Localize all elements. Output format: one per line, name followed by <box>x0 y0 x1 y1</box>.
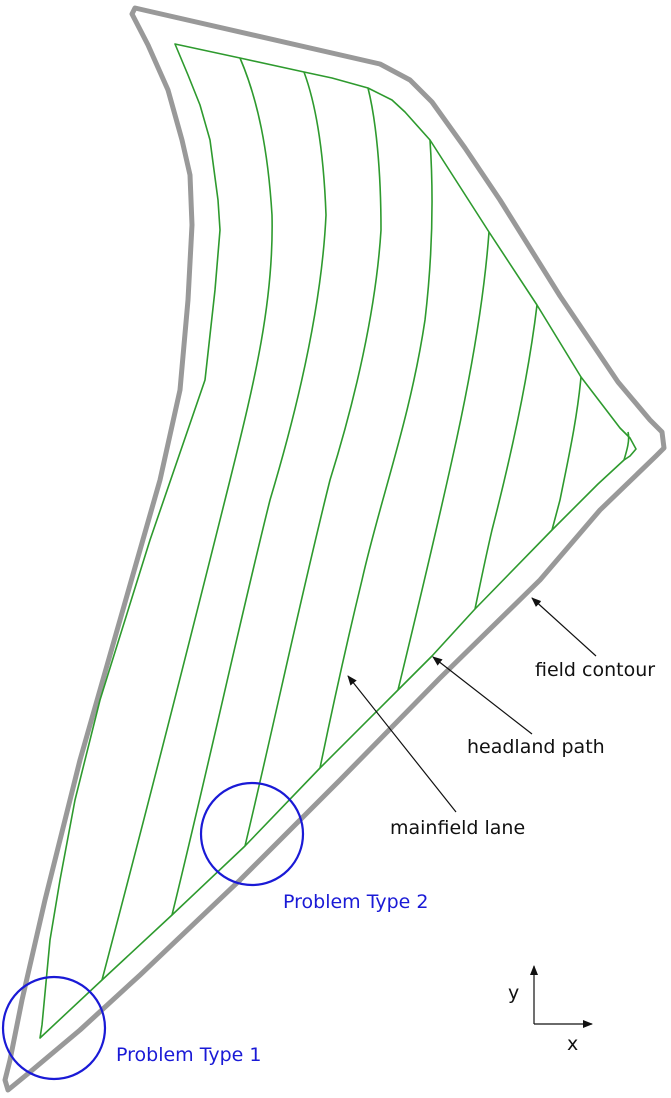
mainfield-lane-7 <box>551 376 582 531</box>
x-axis-label: x <box>567 1033 578 1055</box>
headland-path <box>39 43 637 1039</box>
field-contour-label: field contour <box>535 659 655 681</box>
field-contour-outline <box>2 5 667 1093</box>
mainfield-lane-4 <box>319 139 433 769</box>
mainfield-lane-8 <box>623 431 630 461</box>
problem-type-2-label: Problem Type 2 <box>283 891 429 913</box>
axis-indicator: y x <box>508 965 593 1055</box>
problem-type-2-circle <box>199 781 305 887</box>
headland-path-arrow <box>432 656 533 735</box>
mainfield-lanes <box>101 57 630 981</box>
mainfield-lane-arrow <box>347 675 457 813</box>
problem-type-1-label: Problem Type 1 <box>116 1044 262 1066</box>
field-contour-arrow <box>531 597 597 657</box>
y-axis-label: y <box>508 982 519 1004</box>
problem-type-1-circle <box>1 975 107 1081</box>
mainfield-lane-label: mainfield lane <box>390 817 525 839</box>
mainfield-lane-2 <box>171 71 327 916</box>
headland-path-label: headland path <box>467 736 605 758</box>
mainfield-lane-6 <box>474 304 538 610</box>
mainfield-lane-5 <box>397 231 490 691</box>
mainfield-lane-3 <box>244 87 382 847</box>
mainfield-lane-1 <box>101 57 273 981</box>
